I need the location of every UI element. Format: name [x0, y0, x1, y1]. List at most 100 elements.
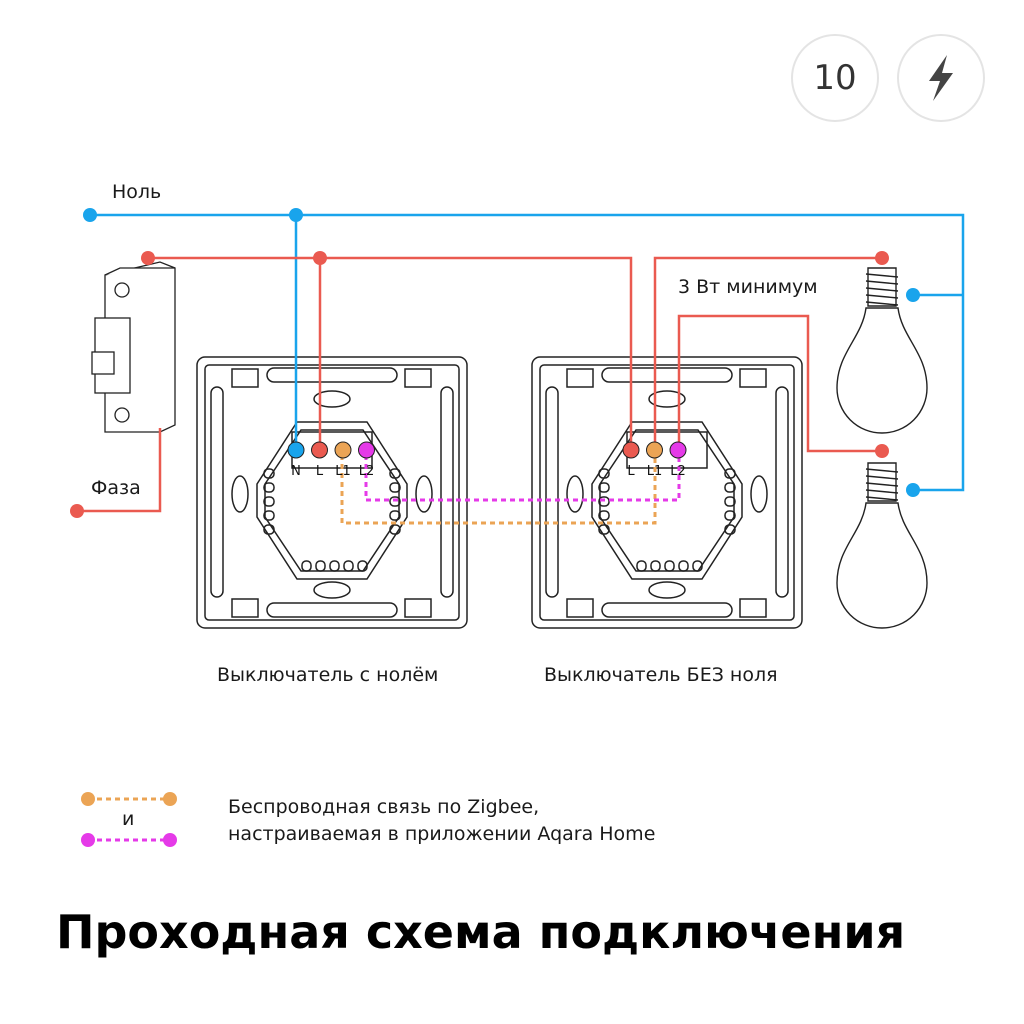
- mount-hole: [313, 390, 351, 408]
- bulb-glass: [836, 502, 928, 629]
- vent: [389, 496, 401, 507]
- slot: [440, 386, 454, 598]
- terminal-label: L: [627, 464, 635, 479]
- mount-hole: [648, 581, 686, 599]
- breaker-screw: [114, 407, 130, 423]
- switch-without-neutral: [531, 356, 803, 629]
- load-l2-wire: [677, 314, 882, 453]
- plate-inner: [539, 364, 795, 621]
- legend-dot: [81, 833, 95, 847]
- vent: [389, 524, 401, 535]
- thread: [865, 294, 899, 299]
- vent: [263, 468, 275, 479]
- terminal-label: L2: [359, 464, 375, 479]
- plate-outer: [196, 356, 468, 629]
- legend-dot: [81, 792, 95, 806]
- mount-hole: [566, 475, 584, 513]
- vent: [343, 560, 354, 572]
- slot: [601, 367, 733, 383]
- thread: [865, 287, 899, 292]
- vent: [650, 560, 661, 572]
- wire-junction-dot: [141, 251, 155, 265]
- vent: [724, 524, 736, 535]
- wire-junction-dot: [83, 208, 97, 222]
- terminal-n: [287, 441, 305, 459]
- corner-clip: [566, 598, 594, 618]
- vent: [329, 560, 340, 572]
- page-title: Проходная схема подключения: [56, 905, 906, 959]
- mount-hole: [648, 390, 686, 408]
- octagon-inner: [264, 429, 400, 572]
- vent: [389, 510, 401, 521]
- switch-with-neutral-label: Выключатель с нолём: [217, 664, 439, 686]
- mount-hole: [313, 581, 351, 599]
- switch-without-neutral-label: Выключатель БЕЗ ноля: [544, 664, 778, 686]
- wire-junction-dot: [906, 483, 920, 497]
- thread: [865, 496, 899, 501]
- vent: [263, 510, 275, 521]
- vent: [598, 482, 610, 493]
- vent: [598, 524, 610, 535]
- vent: [724, 496, 736, 507]
- zigbee-l2-link: [364, 455, 681, 502]
- thread: [865, 489, 899, 494]
- terminal-l: [311, 441, 328, 459]
- vent: [263, 524, 275, 535]
- bulb-base: [867, 462, 897, 502]
- breaker-screw: [114, 282, 130, 298]
- terminal-label: L2: [670, 464, 686, 479]
- vent: [724, 482, 736, 493]
- slot: [775, 386, 789, 598]
- bulb-1: [836, 267, 928, 434]
- lightning-icon: [929, 55, 953, 101]
- legend-dot: [163, 833, 177, 847]
- legend-and: и: [122, 808, 135, 830]
- slot: [266, 602, 398, 618]
- bulb-base: [867, 267, 897, 307]
- corner-clip: [404, 598, 432, 618]
- wire-junction-dot: [289, 208, 303, 222]
- thread: [865, 475, 899, 480]
- min-power-label: 3 Вт минимум: [678, 276, 818, 298]
- thread: [865, 273, 899, 278]
- legend-dot: [163, 792, 177, 806]
- terminal-label: L: [316, 464, 324, 479]
- vent: [263, 496, 275, 507]
- vent: [357, 560, 368, 572]
- corner-clip: [739, 368, 767, 388]
- vent: [389, 482, 401, 493]
- phase-label: Фаза: [91, 477, 141, 499]
- switch-with-neutral: [196, 356, 468, 629]
- thread: [865, 468, 899, 473]
- corner-clip: [231, 368, 259, 388]
- thread: [865, 301, 899, 306]
- plate-inner: [204, 364, 460, 621]
- breaker-top: [104, 267, 175, 276]
- slot: [545, 386, 559, 598]
- number-badge: 10: [791, 34, 879, 122]
- mount-hole: [231, 475, 249, 513]
- load-l1-wire: [653, 256, 882, 450]
- corner-clip: [566, 368, 594, 388]
- vent: [598, 510, 610, 521]
- corner-clip: [739, 598, 767, 618]
- circuit-breaker: [91, 261, 176, 433]
- terminal-l1: [334, 441, 352, 459]
- phase-input-wire: [77, 428, 162, 513]
- terminal-l1: [646, 441, 663, 459]
- legend-line1: Беспроводная связь по Zigbee,: [228, 796, 540, 818]
- wire-junction-dot: [70, 504, 84, 518]
- zigbee-l1-link: [340, 455, 657, 525]
- thread: [865, 280, 899, 285]
- vent: [598, 468, 610, 479]
- breaker-lever: [91, 351, 115, 375]
- thread: [865, 482, 899, 487]
- octagon-inner: [599, 429, 735, 572]
- vent: [664, 560, 675, 572]
- vent: [389, 468, 401, 479]
- legend-line2: настраиваемая в приложении Aqara Home: [228, 823, 656, 845]
- mount-hole: [750, 475, 768, 513]
- lightning-badge: [897, 34, 985, 122]
- neutral-label: Ноль: [112, 181, 162, 203]
